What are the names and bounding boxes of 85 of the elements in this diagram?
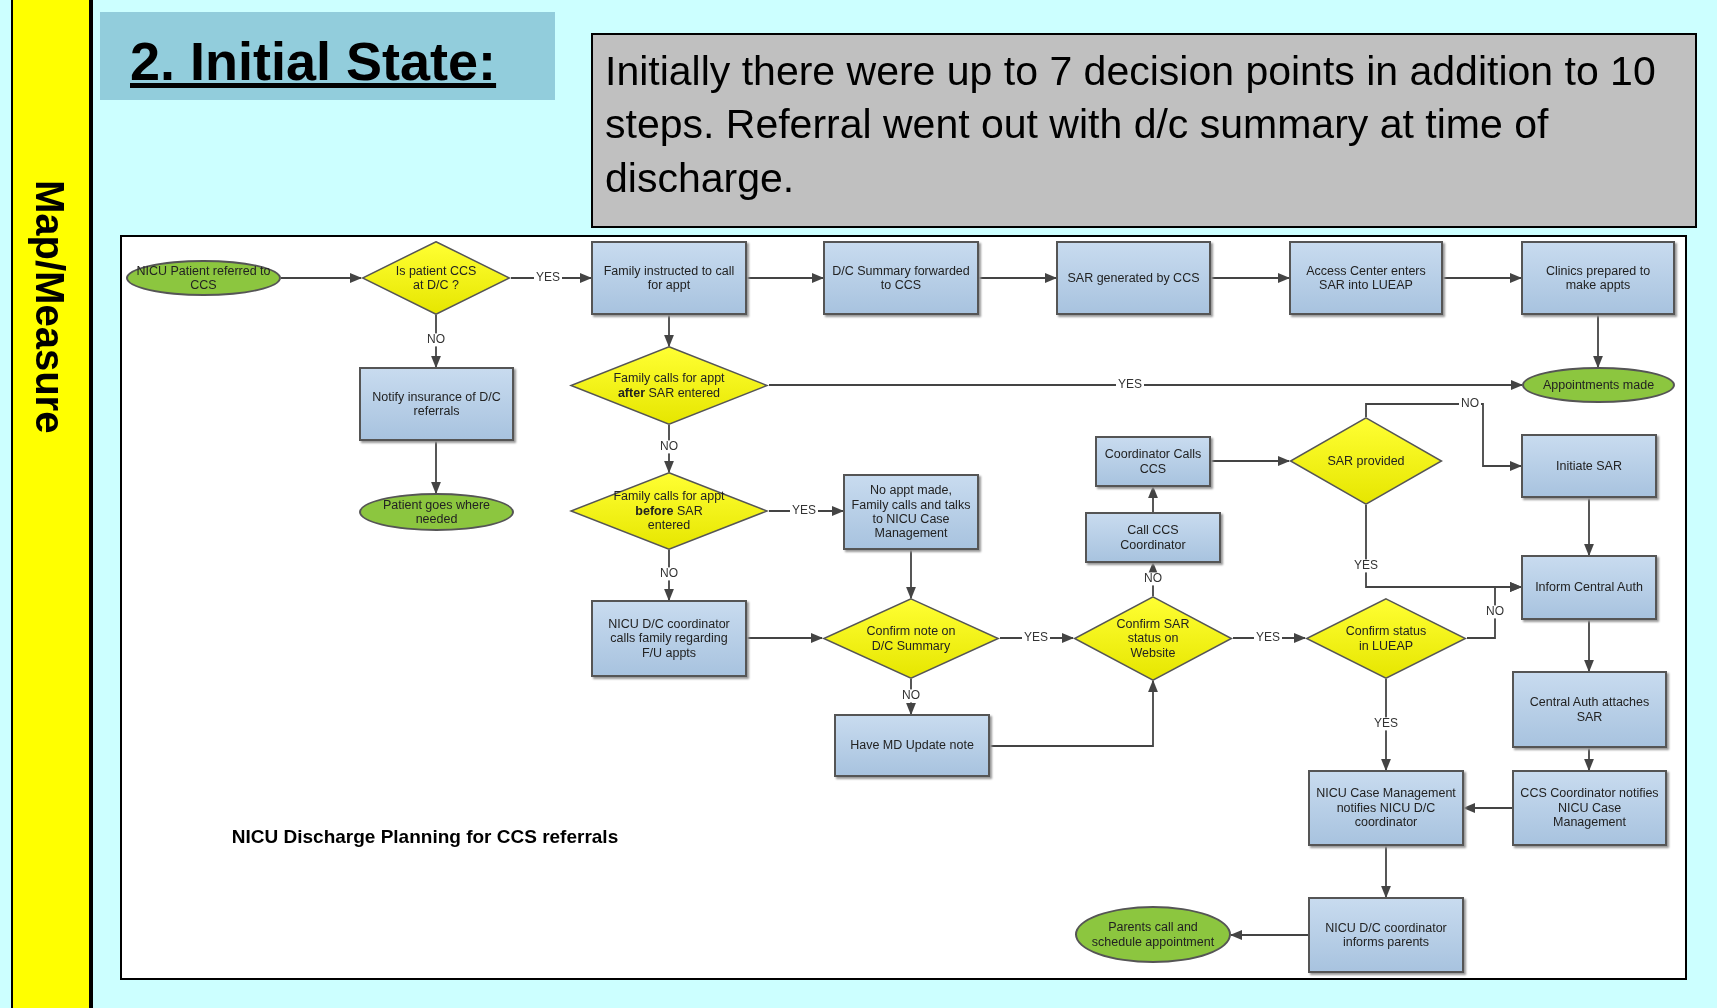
node-text: Family instructed to call for appt: [602, 263, 736, 293]
node-text: Clinics prepared to make appts: [1544, 263, 1652, 293]
arrow: [746, 272, 825, 284]
edge-label: NO: [425, 333, 447, 347]
decision-diamond: [361, 241, 511, 315]
decision-diamond: [822, 598, 1000, 679]
node-text: Parents call and schedule appointment: [1090, 920, 1216, 949]
process-box: [823, 241, 979, 315]
node-text: Initiate SAR: [1555, 458, 1623, 474]
process-box: [1085, 512, 1221, 563]
node-text: No appt made, Family calls and talks to NICU Case Management: [850, 483, 972, 541]
process-box: [1308, 770, 1464, 846]
arrow: [1583, 619, 1595, 673]
arrow: [663, 314, 675, 348]
decision-diamond: [569, 346, 769, 425]
edge-label: NO: [658, 567, 680, 581]
arrow: [1380, 845, 1392, 899]
edge-label: NO: [1484, 605, 1506, 619]
arrow: [1583, 747, 1595, 772]
process-box: [591, 600, 747, 677]
edge-label: YES: [1352, 559, 1380, 573]
arrow: [1442, 272, 1523, 284]
diagram-caption: NICU Discharge Planning for CCS referrals: [230, 826, 620, 848]
process-box: [834, 714, 990, 777]
edge-label: YES: [1372, 717, 1400, 731]
section-label: Map/Measure: [27, 180, 72, 434]
process-box: [1056, 241, 1211, 315]
node-text: Have MD Update note: [849, 738, 975, 753]
arrow: [1210, 272, 1291, 284]
process-box: [1512, 671, 1667, 748]
arrow: [1365, 403, 1523, 472]
arrow: [430, 440, 442, 495]
arrow: [1466, 581, 1523, 639]
node-text: Patient goes where needed: [382, 497, 491, 527]
arrow: [905, 549, 917, 600]
decision-diamond: [569, 472, 769, 550]
edge-label: NO: [1142, 572, 1164, 586]
process-box: [1512, 770, 1667, 846]
arrow: [1147, 485, 1159, 513]
process-box: [1289, 241, 1443, 315]
decision-diamond: [1073, 596, 1233, 681]
node-text: Inform Central Auth: [1534, 580, 1644, 595]
arrow: [989, 679, 1159, 747]
process-box: [359, 367, 514, 441]
node-text: Coordinator Calls CCS: [1103, 447, 1203, 476]
node-text: Confirm SAR status on Website: [1115, 616, 1191, 661]
node-text: Notify insurance of D/C referrals: [371, 389, 502, 419]
process-box: [1521, 241, 1675, 315]
node-text: SAR generated by CCS: [1066, 270, 1201, 286]
description-text: Initially there were up to 7 decision points in addition to 10 steps. Referral went out with d/c summary at time of discharge.: [591, 33, 1697, 228]
node-text: NICU Patient referred to CCS: [135, 263, 272, 293]
process-box: [1521, 555, 1657, 620]
node-text: Confirm status in LUEAP: [1344, 624, 1428, 653]
node-text: SAR provided: [1326, 453, 1406, 469]
arrow: [1592, 314, 1604, 369]
process-box: [1095, 436, 1211, 487]
node-text: D/C Summary forwarded to CCS: [831, 263, 971, 293]
decision-diamond: [1289, 417, 1443, 505]
node-text: Family calls for appt before SAR entered: [612, 489, 726, 533]
node-text: NICU D/C coordinator calls family regarding F/U appts: [607, 616, 731, 661]
decision-diamond: [1305, 598, 1467, 679]
node-text: Family calls for appt after SAR entered: [612, 371, 726, 400]
process-box: [843, 474, 979, 550]
node-text: NICU Case Management notifies NICU D/C coordinator: [1315, 786, 1457, 830]
node-text: Call CCS Coordinator: [1119, 523, 1187, 552]
arrow: [768, 379, 1524, 391]
process-box: [591, 241, 747, 315]
node-text: Confirm note on D/C Summary: [865, 624, 957, 653]
process-box: [1308, 897, 1464, 973]
process-box: [1521, 434, 1657, 498]
arrow: [978, 272, 1058, 284]
node-text: Appointments made: [1541, 377, 1656, 393]
node-text: Is patient CCS at D/C ?: [394, 263, 478, 293]
edge-label: NO: [900, 689, 922, 703]
node-text: NICU D/C coordinator informs parents: [1324, 920, 1448, 950]
arrow: [746, 632, 824, 644]
arrow: [1229, 929, 1309, 941]
node-text: Central Auth attaches SAR: [1528, 695, 1651, 724]
arrow: [280, 272, 363, 284]
node-text: CCS Coordinator notifies NICU Case Management: [1519, 786, 1660, 830]
arrow: [1583, 497, 1595, 557]
edge-label: NO: [658, 440, 680, 454]
arrow: [1210, 455, 1291, 467]
title: 2. Initial State:: [130, 30, 497, 92]
node-text: Access Center enters SAR into LUEAP: [1305, 263, 1427, 293]
